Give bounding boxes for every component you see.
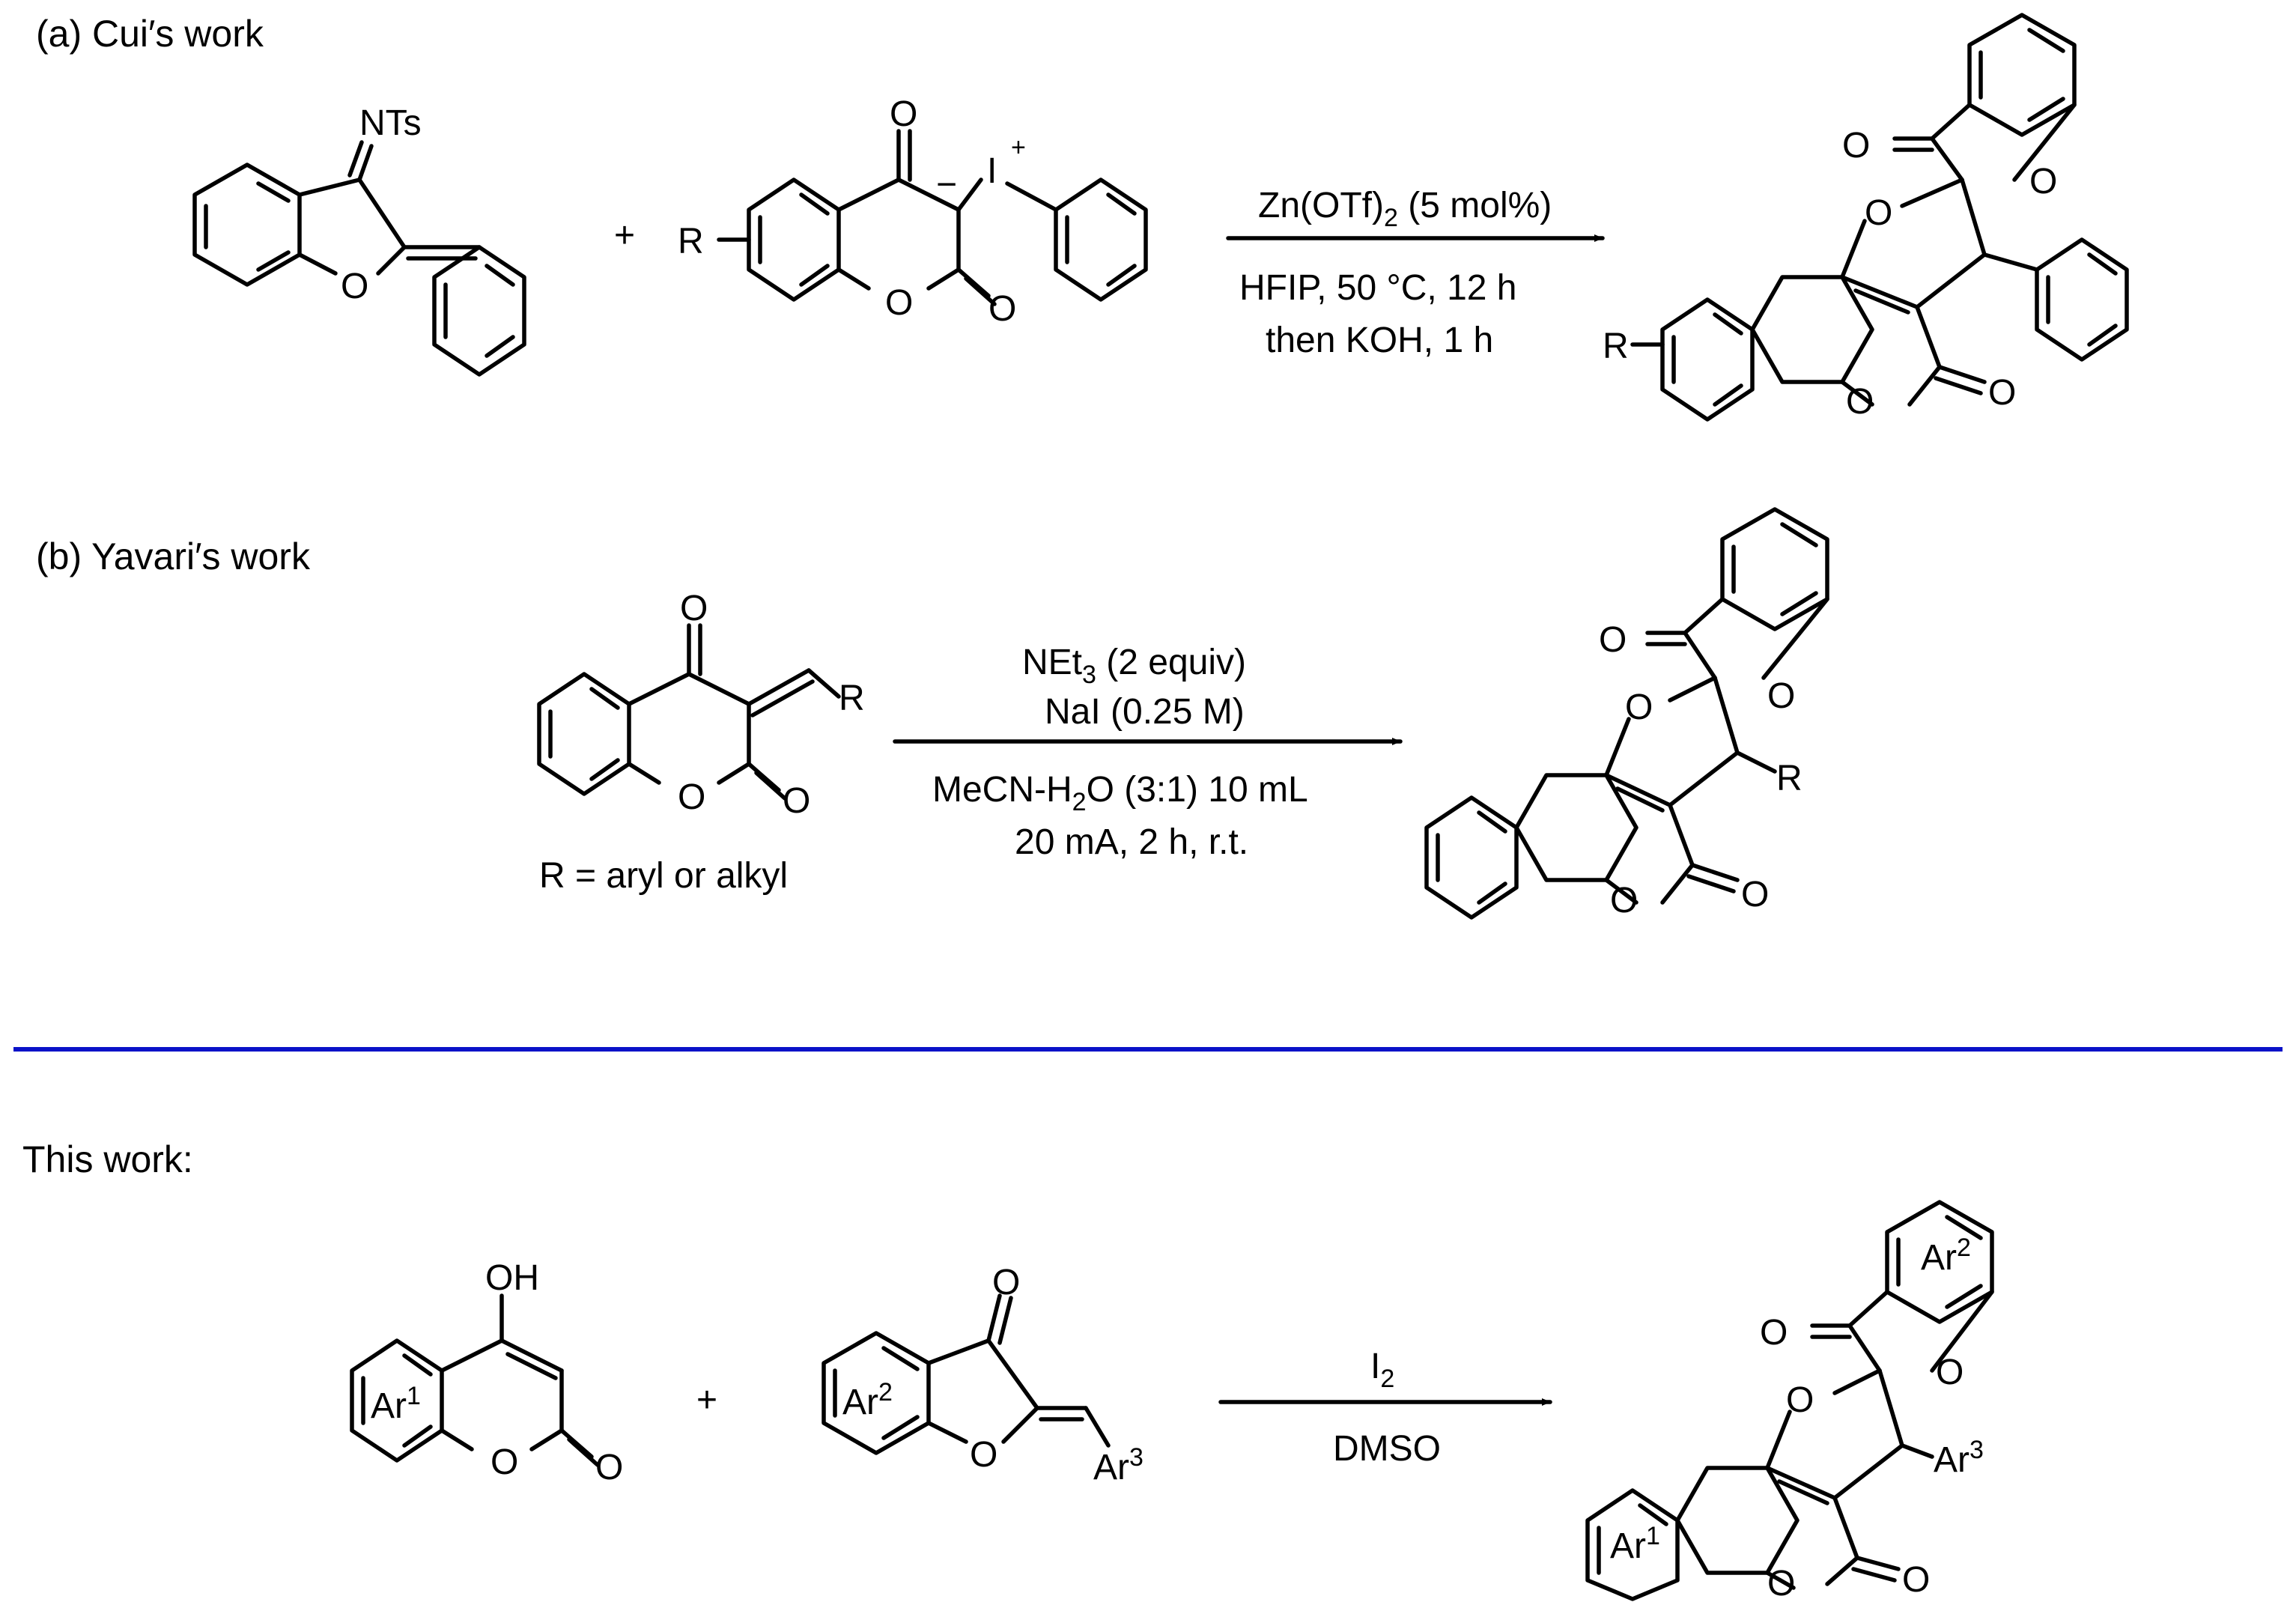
r-substituent-label: R <box>678 222 704 261</box>
product-c-spiro-oxygen-1: O <box>1936 1353 1964 1392</box>
ar1-label-reactant: Ar1 <box>371 1382 421 1426</box>
section-b-condition-4: 20 mA, 2 h, r.t. <box>1015 822 1248 862</box>
product-c-carbonyl-oxygen: O <box>1760 1313 1788 1353</box>
section-a-condition-2: HFIP, 50 °C, 12 h <box>1239 268 1517 308</box>
ar1-label-product: Ar1 <box>1610 1522 1660 1566</box>
section-b-condition-1: NEt3 (2 equiv) <box>1022 643 1246 689</box>
aurone-carbonyl-oxygen: O <box>992 1263 1020 1302</box>
ring-oxygen-label: O <box>341 267 368 306</box>
product-a-furan-oxygen: O <box>1865 193 1892 233</box>
carbanion-charge-label: − <box>936 165 957 204</box>
product-b-lactone-carbonyl-oxygen: O <box>1741 875 1769 914</box>
product-a-lactone-carbonyl-oxygen: O <box>1988 373 2016 413</box>
section-b-condition-2: NaI (0.25 M) <box>1045 692 1245 732</box>
b-lactone-carbonyl-oxygen: O <box>783 781 810 821</box>
aurone-ring-oxygen: O <box>970 1435 997 1475</box>
ar2-label-product: Ar2 <box>1921 1234 1971 1278</box>
product-c-lactone-carbonyl-oxygen: O <box>1902 1560 1930 1600</box>
section-a-condition-3: then KOH, 1 h <box>1266 321 1493 360</box>
section-c-reactant-aurone: O O Ar2 Ar3 <box>821 1263 1144 1487</box>
section-b-condition-3: MeCN-H2O (3:1) 10 mL <box>932 770 1308 816</box>
ar2-label-reactant: Ar2 <box>842 1378 893 1422</box>
plus-sign-a: + <box>614 216 635 255</box>
b-r-definition: R = aryl or alkyl <box>539 856 788 896</box>
section-a-condition-1: Zn(OTf)2 (5 mol%) <box>1258 186 1552 232</box>
product-a-r-label: R <box>1603 327 1629 366</box>
c-lactone-ring-oxygen: O <box>491 1442 518 1482</box>
section-c-product-spiro: Ar2 O O O Ar3 O O Ar1 <box>1585 1200 1994 1602</box>
nts-label: NTs <box>359 103 422 143</box>
plus-sign-c: + <box>696 1380 717 1420</box>
section-c-reactant-hydroxycoumarin: OH O O Ar1 <box>350 1258 623 1487</box>
c-lactone-carbonyl-oxygen: O <box>595 1448 623 1487</box>
section-divider <box>13 1047 2283 1052</box>
section-c-solvent: DMSO <box>1333 1429 1441 1469</box>
product-b-spiro-oxygen-1: O <box>1767 676 1795 716</box>
section-a-title: (a) Cui′s work <box>36 13 264 55</box>
hydroxyl-label: OH <box>485 1258 539 1298</box>
ar3-label-reactant: Ar3 <box>1093 1443 1144 1487</box>
lactone-carbonyl-oxygen-label: O <box>988 289 1016 329</box>
section-c-title: This work: <box>22 1138 193 1180</box>
iodonium-charge-label: + <box>1011 133 1026 162</box>
b-carbonyl-oxygen: O <box>680 589 708 628</box>
section-a-reactant-aurone-imine: NTs O <box>192 103 526 377</box>
section-b-title: (b) Yavari′s work <box>36 535 311 577</box>
product-b-carbonyl-oxygen: O <box>1599 620 1627 660</box>
ar3-label-product: Ar3 <box>1934 1436 1984 1480</box>
section-a-product-spiro: O O O O O R <box>1603 13 2129 422</box>
iodine-label: I <box>987 151 997 191</box>
product-a-carbonyl-oxygen: O <box>1842 126 1870 166</box>
b-r-label: R <box>839 679 865 718</box>
product-b-r-label: R <box>1776 759 1803 798</box>
section-a-reactant-iodonium-ylide: O O O R − I + <box>678 94 1148 329</box>
carbonyl-oxygen-label: O <box>890 94 917 134</box>
product-a-spiro-oxygen-1: O <box>2029 162 2057 201</box>
section-b-reactant-benzylidene-coumarindione: O O O R <box>537 589 865 821</box>
b-lactone-ring-oxygen: O <box>678 777 705 817</box>
section-b-product-spiro: O O O R O O <box>1424 507 1829 920</box>
lactone-ring-oxygen-label: O <box>885 283 913 323</box>
section-c-reagent: I2 <box>1370 1347 1394 1393</box>
